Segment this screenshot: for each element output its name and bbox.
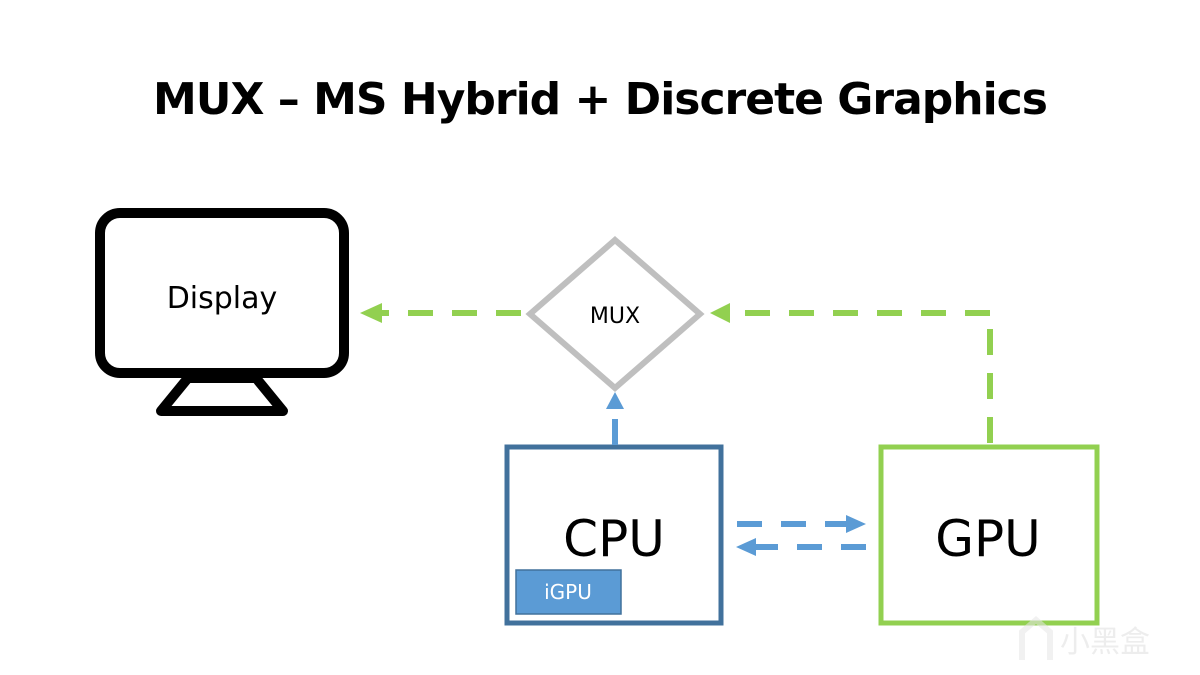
gpu-box bbox=[878, 444, 1100, 626]
arrow-head-left bbox=[736, 538, 756, 556]
gpu-label: GPU bbox=[935, 510, 1041, 568]
arrow-head-up bbox=[606, 392, 624, 409]
igpu-box bbox=[515, 569, 622, 615]
edge-mux-to-display bbox=[360, 303, 521, 323]
mux-label: MUX bbox=[590, 304, 640, 329]
diagram-title: MUX – MS Hybrid + Discrete Graphics bbox=[153, 74, 1048, 125]
cpu-label: CPU bbox=[563, 510, 665, 568]
edge-gpu-to-cpu bbox=[736, 538, 866, 556]
edge-cpu-to-gpu bbox=[737, 515, 866, 533]
arrow-head-left bbox=[360, 303, 382, 323]
mux-diamond bbox=[525, 236, 705, 392]
cpu-node: CPU iGPU bbox=[504, 444, 724, 626]
gpu-node: GPU bbox=[878, 444, 1100, 626]
watermark-logo-icon bbox=[1019, 616, 1053, 660]
arrow-head-left bbox=[710, 303, 730, 323]
monitor-stand bbox=[156, 373, 288, 416]
watermark: 小黑盒 bbox=[1019, 616, 1150, 660]
edge-gpu-to-mux bbox=[710, 303, 993, 443]
display-node: Display bbox=[95, 208, 349, 416]
igpu-label: iGPU bbox=[544, 580, 592, 604]
arrow-head-right bbox=[846, 515, 866, 533]
display-label: Display bbox=[167, 281, 278, 316]
watermark-text: 小黑盒 bbox=[1060, 625, 1150, 660]
mux-node: MUX bbox=[525, 236, 705, 392]
edge-cpu-to-mux bbox=[606, 392, 624, 445]
